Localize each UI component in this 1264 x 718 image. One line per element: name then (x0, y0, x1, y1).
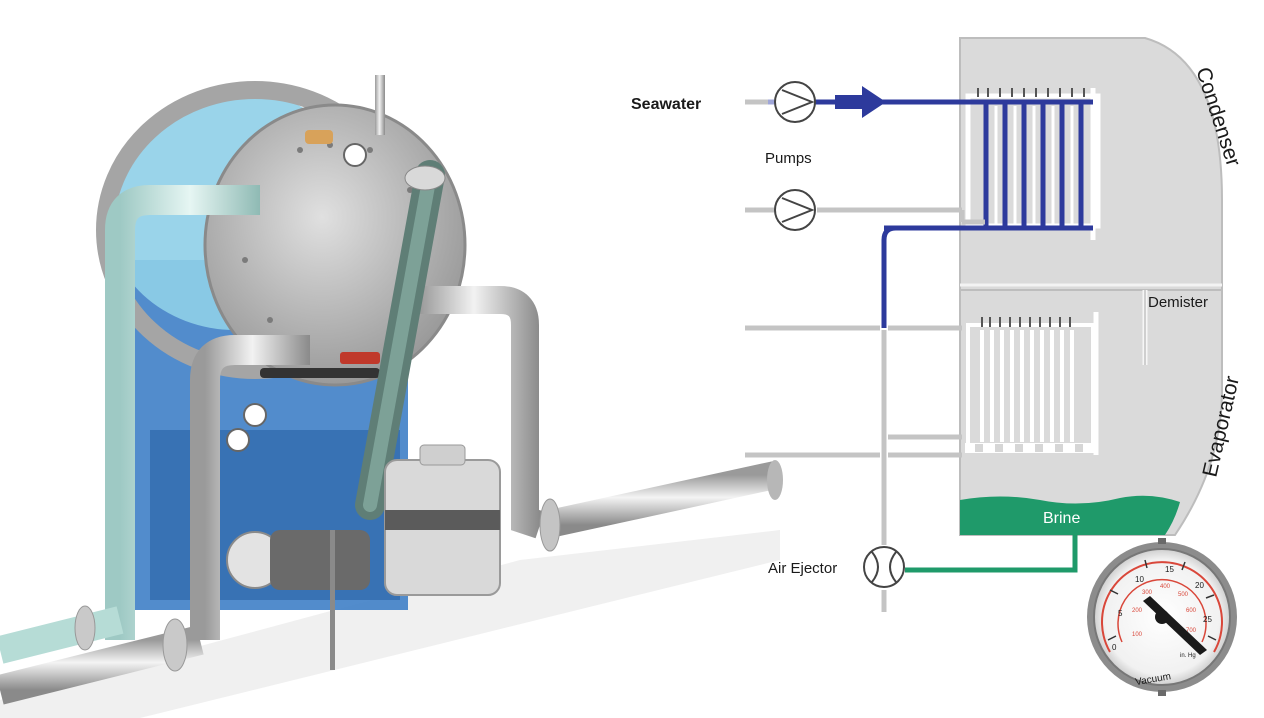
seawater-pump-icon (774, 81, 816, 123)
gauge-unit-label: in. Hg (1180, 653, 1196, 659)
vacuum-gauge: 0 5 10 15 20 25 100 200 300 400 500 600 … (1087, 538, 1237, 696)
gauge-scale-20: 20 (1195, 581, 1204, 590)
air-ejector-label: Air Ejector (768, 560, 837, 577)
evaporator-tube-bundle (965, 312, 1099, 455)
gauge-scale-0: 0 (1112, 643, 1117, 652)
gauge-scale-10: 10 (1135, 575, 1144, 584)
gauge-inner-400: 400 (1160, 584, 1171, 590)
seawater-label: Seawater (631, 96, 701, 113)
air-ejector-icon (863, 546, 905, 588)
flow-arrow-icon (835, 86, 886, 118)
gauge-inner-200: 200 (1132, 608, 1143, 614)
brine-label: Brine (1043, 510, 1080, 527)
gauge-inner-500: 500 (1178, 592, 1189, 598)
gauge-inner-600: 600 (1186, 608, 1197, 614)
gauge-inner-100: 100 (1132, 632, 1143, 638)
gauge-inner-300: 300 (1142, 590, 1153, 596)
demister-label: Demister (1148, 294, 1208, 311)
gauge-scale-15: 15 (1165, 565, 1174, 574)
condenser-tube-bundle (800, 88, 1101, 240)
pumps-label: Pumps (765, 150, 812, 167)
gauge-scale-5: 5 (1118, 609, 1123, 618)
evaporator-machine-illustration (0, 75, 783, 718)
brine-pool (960, 495, 1180, 535)
schematic: Seawater Pumps Air Ejector Demister Brin… (631, 37, 1245, 696)
gauge-inner-700: 700 (1186, 628, 1197, 634)
secondary-pump-icon (774, 189, 816, 231)
gauge-scale-25: 25 (1203, 615, 1212, 624)
